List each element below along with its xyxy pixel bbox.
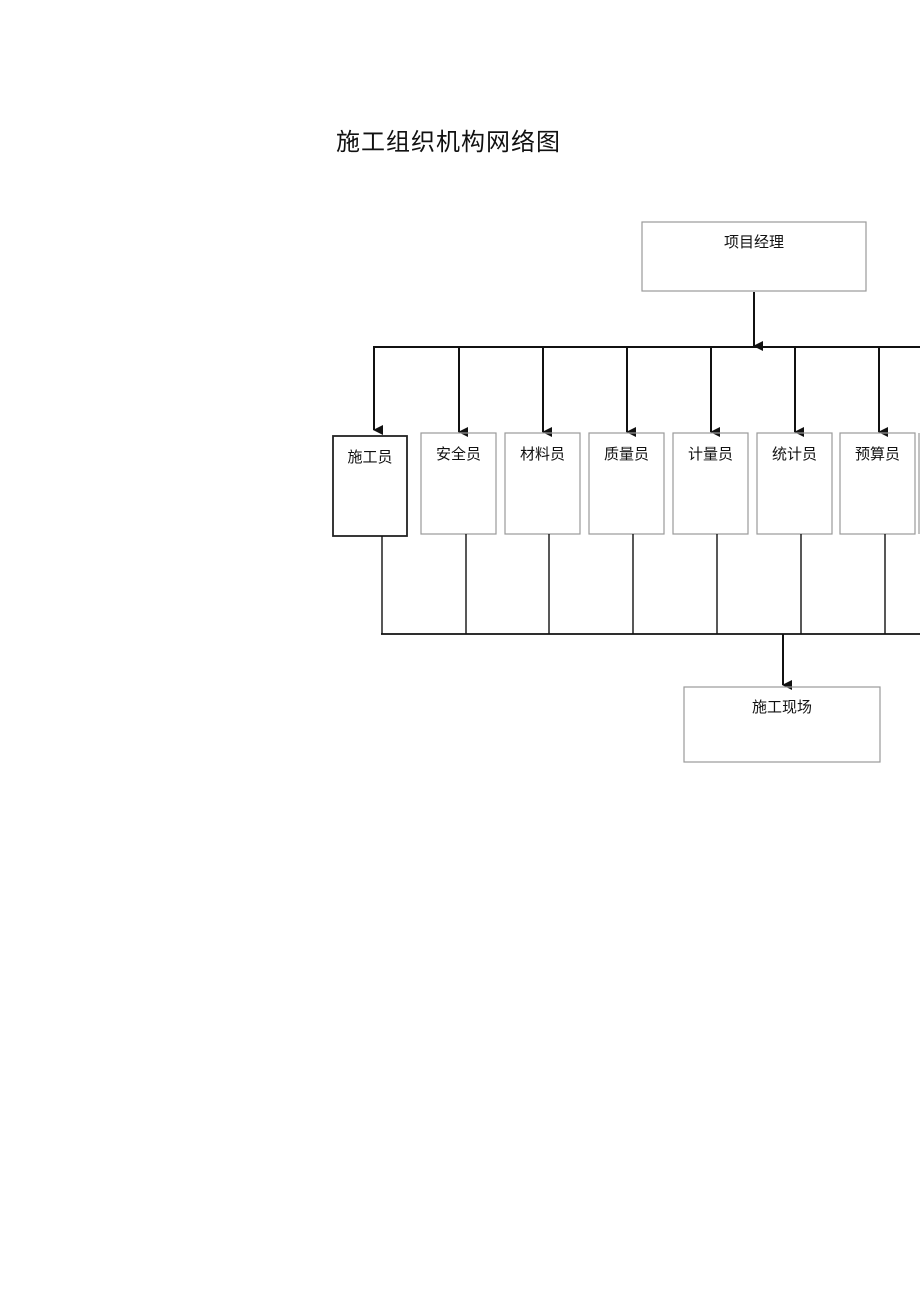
target-box <box>683 686 881 763</box>
role-box-2 <box>420 432 497 535</box>
role-label-3: 材料员 <box>519 445 565 463</box>
role-box-7 <box>839 432 916 535</box>
root-box <box>641 221 867 292</box>
role-label-7: 预算员 <box>854 445 900 463</box>
role-label-1: 施工员 <box>347 448 393 466</box>
role-label-2: 安全员 <box>435 445 481 463</box>
role-label-4: 质量员 <box>603 445 649 463</box>
role-label-6: 统计员 <box>771 445 817 463</box>
role-box-3 <box>504 432 581 535</box>
role-box-1 <box>332 435 408 537</box>
role-label-5: 计量员 <box>687 445 733 463</box>
root-label: 项目经理 <box>723 233 784 251</box>
target-label: 施工现场 <box>751 698 812 716</box>
role-box-5 <box>672 432 749 535</box>
role-box-4 <box>588 432 665 535</box>
page-title: 施工组织机构网络图 <box>336 128 561 156</box>
role-box-6 <box>756 432 833 535</box>
